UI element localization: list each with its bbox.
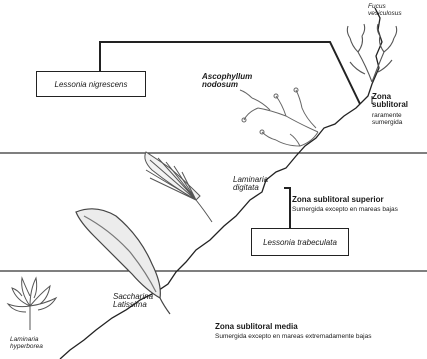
label-laminaria-hyperborea: Laminaria hyperborea (10, 337, 43, 351)
zone-superior-title: Zona sublitoral superior (292, 196, 384, 204)
label-ascophyllum-nodosum: Ascophyllum nodosum (202, 73, 252, 90)
shore-profile (60, 8, 382, 359)
fucus-illustration (347, 24, 396, 82)
label-box-lessonia-trabeculata: Lessonia trabeculata (251, 228, 349, 256)
zone-media-title: Zona sublitoral media (215, 323, 298, 331)
zone-media-note: Sumergida excepto en mareas extremadamen… (215, 334, 371, 341)
zone-sublitoral-note: raramente sumergida (372, 113, 402, 127)
label-box-lessonia-nigrescens: Lessonia nigrescens (36, 71, 146, 97)
label-laminaria-digitata: Laminaria digitata (233, 176, 268, 193)
zone-sublitoral-title: Zona sublitoral (372, 93, 408, 110)
laminaria-hyperborea-illustration (8, 278, 56, 330)
leader-lessonia-trabeculata (284, 188, 290, 228)
zone-superior-note: Sumergida excepto en mareas bajas (292, 207, 398, 214)
ascophyllum-illustration (240, 88, 318, 146)
label-saccharina-latissima: Saccharina Latissima (113, 293, 153, 310)
laminaria-digitata-illustration (145, 152, 212, 222)
label-fucus-vesiculosus: Fucus vesiculosus (368, 4, 402, 18)
